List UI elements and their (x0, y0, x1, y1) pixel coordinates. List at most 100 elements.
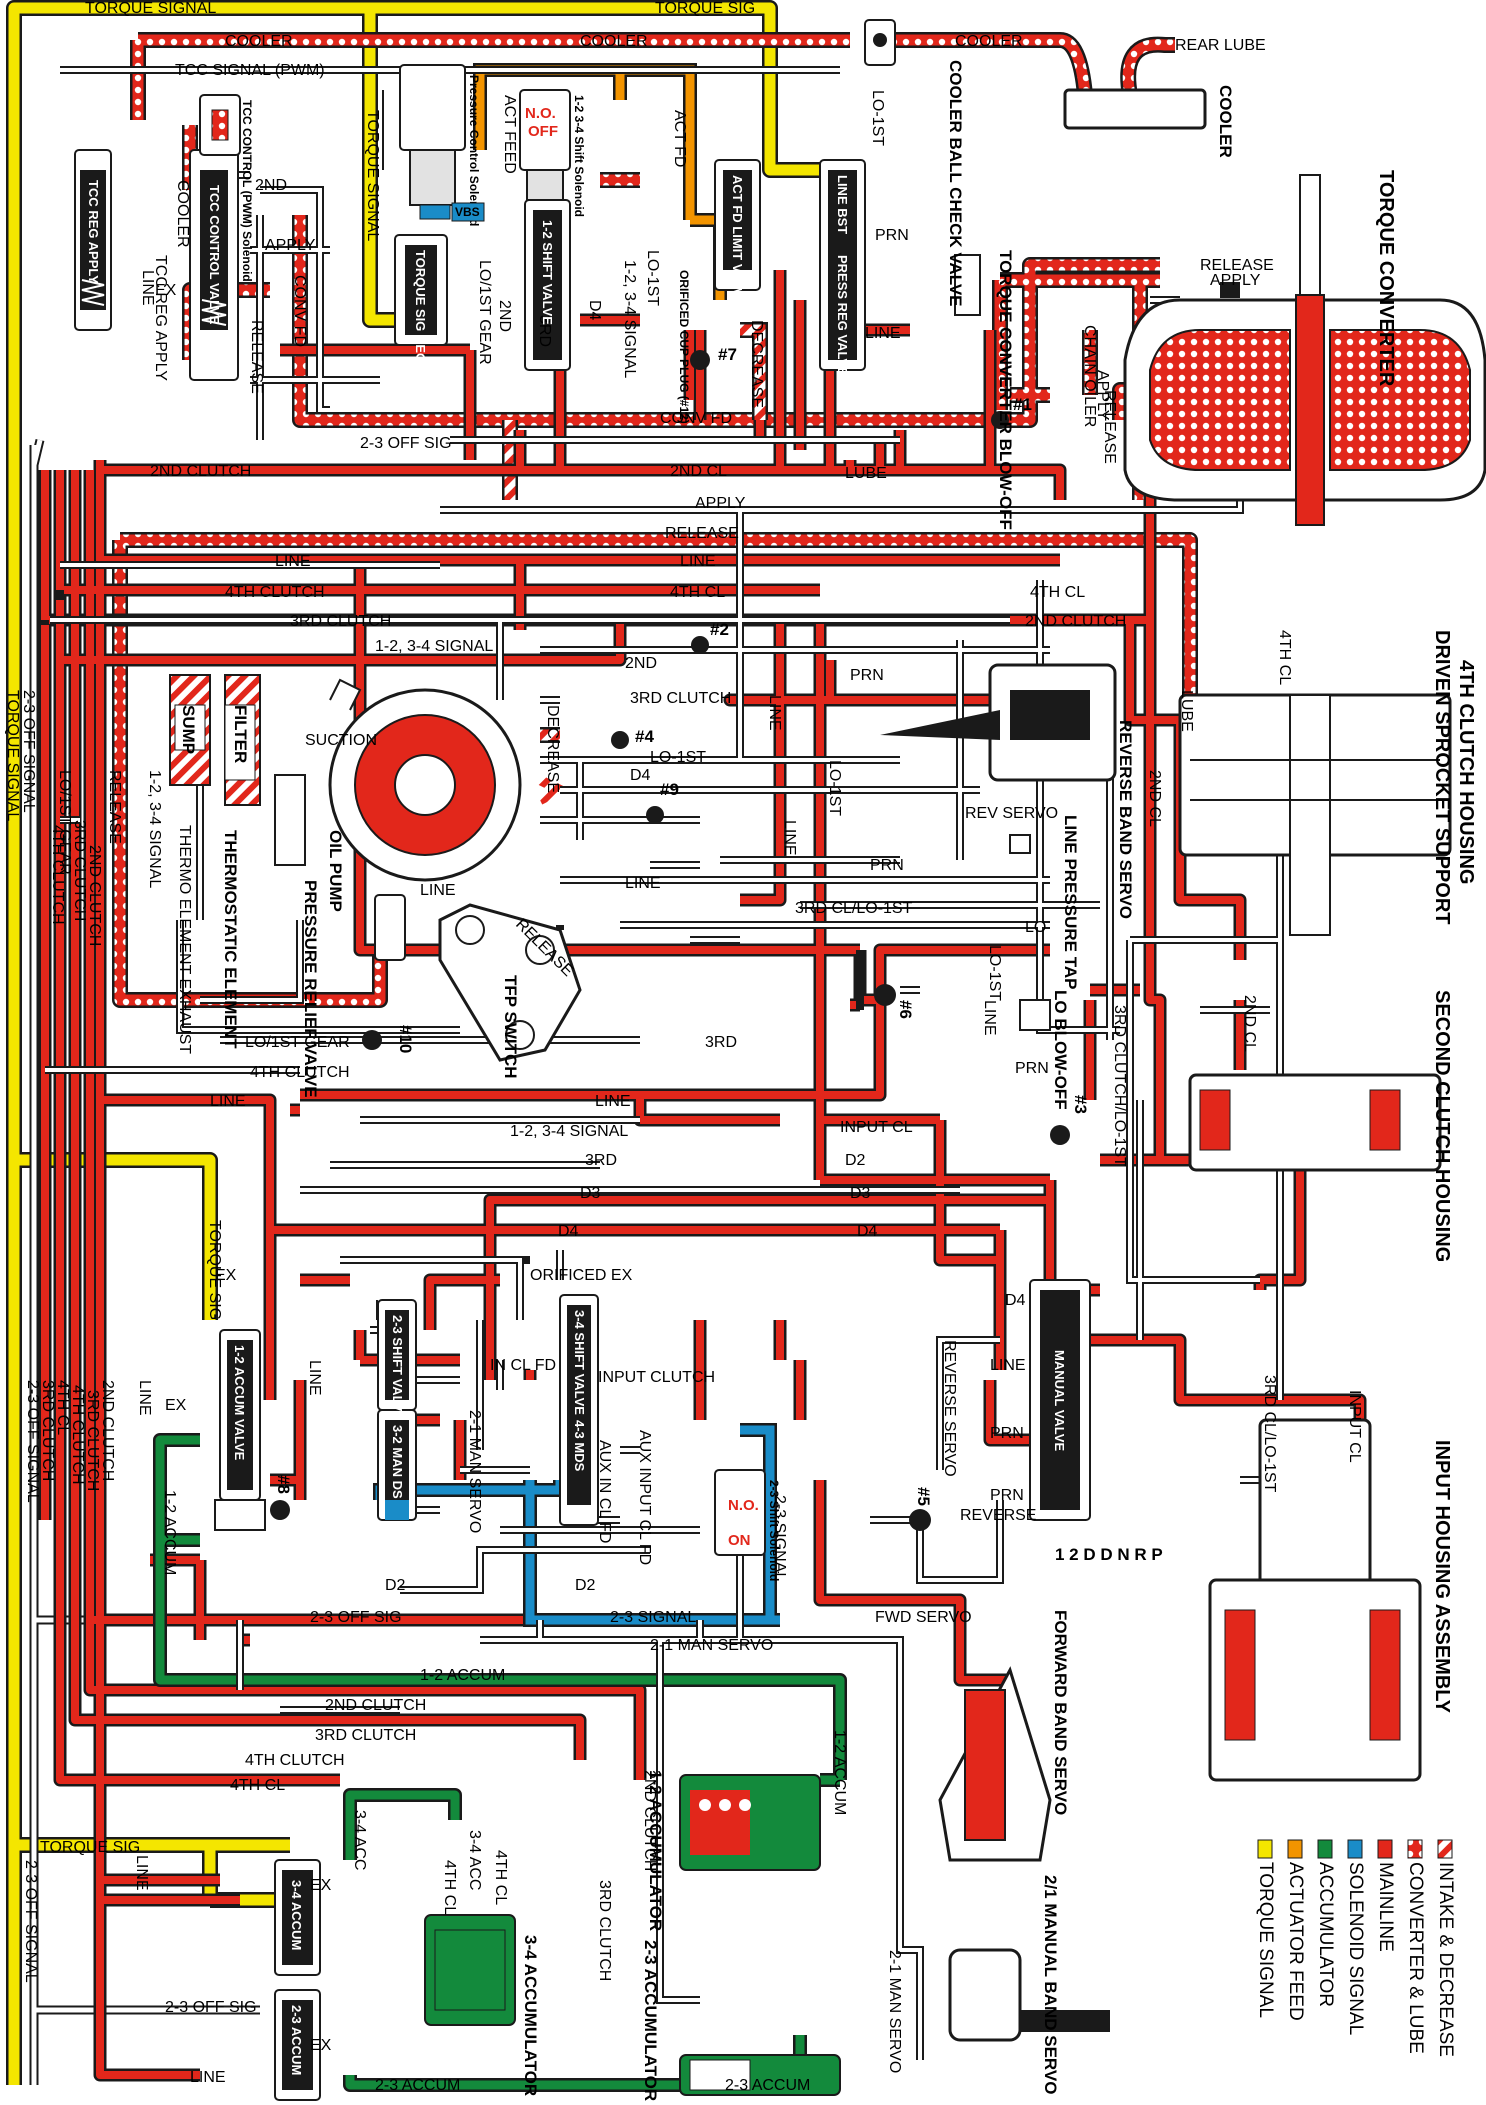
label-pcs: Pressure Control Solenoid (467, 75, 481, 226)
label-torque-sig-bottom: TORQUE SIG (40, 1839, 140, 1856)
tcc-control-valve (189, 149, 239, 381)
label-2nd-clutch-3: 2ND CLUTCH (325, 1697, 426, 1714)
manual-band-servo-21 (948, 1948, 1110, 2042)
label-d4-2: D4 (558, 1223, 579, 1240)
manual-valve (1029, 1279, 1091, 1521)
label-off-signal-23-v: 2-3 OFF SIGNAL (20, 690, 37, 813)
label-vbs: VBS (455, 205, 480, 219)
label-lo-1st-top: LO-1ST (869, 90, 886, 146)
label-sig-12-34-2: 1-2, 3-4 SIGNAL (510, 1123, 628, 1140)
label-line-v1: LINE (139, 270, 156, 306)
oil-pump (328, 678, 522, 882)
label-in-cl-fd: IN CL FD (490, 1357, 556, 1374)
label-apply-tc: APPLY (1210, 272, 1261, 289)
label-apply-mid: APPLY (695, 495, 746, 512)
label-line-1: LINE (275, 553, 311, 570)
label-acc-34-v: 3-4 ACC (351, 1810, 368, 1870)
label-off-sig-23-3: 2-3 OFF SIG (165, 1999, 257, 2016)
label-line-7: LINE (990, 1357, 1026, 1374)
label-thermo-exhaust: THERMO ELEMENT EXHAUST (176, 825, 193, 1054)
label-2nd-top: 2ND (255, 177, 287, 194)
forward-band-servo (938, 1666, 1052, 1862)
label-man-servo-21: 2-1 MAN SERVO (650, 1637, 773, 1654)
label-accum-12: 1-2 ACCUM (420, 1667, 505, 1684)
label-ex-5: EX (155, 282, 177, 299)
label-4th-cl-v5: 4TH CL (492, 1850, 509, 1905)
label-cb-5: #5 (914, 1487, 933, 1506)
label-lo-1st-gear-v2: LO/1ST GEAR (56, 770, 73, 875)
label-line-v2: LINE (766, 695, 783, 731)
label-lo: LO (1025, 919, 1046, 936)
label-orificed-cup-plug: ORIFICED CUP PLUG (#12) (677, 270, 691, 424)
label-2nd-clutch-v3: 2ND CLUTCH (641, 1770, 658, 1871)
assembly-titles: TORQUE CONVERTER 4TH CLUTCH HOUSING DRIV… (1375, 170, 1477, 1714)
label-sump: SUMP (179, 705, 198, 754)
lo-blowoff (1019, 999, 1051, 1031)
label-manual-positions: 1 2 D D N R P (1055, 1545, 1163, 1564)
checkballs (270, 350, 1070, 1531)
label-lo-1st: LO-1ST (650, 749, 706, 766)
title-torque-converter: TORQUE CONVERTER (1375, 170, 1397, 387)
label-cb-4: #4 (635, 727, 654, 746)
legend-label-torque: TORQUE SIGNAL (1255, 1862, 1276, 2018)
label-aux-input-cl-fd: AUX INPUT CL FD (636, 1430, 653, 1565)
label-oil-pump: OIL PUMP (326, 830, 345, 912)
label-act-feed: ACT FEED (501, 95, 518, 174)
accumulator-34 (424, 1914, 516, 2026)
label-reverse: REVERSE (960, 1507, 1036, 1524)
label-off-sig-23-2: 2-3 OFF SIG (310, 1609, 402, 1626)
label-4th-cl-2: 4TH CL (1030, 584, 1085, 601)
label-accum-23-1: 2-3 ACCUM (375, 2077, 460, 2094)
label-ss-23: 2-3 Shift Solenoid (767, 1480, 781, 1581)
label-input-clutch: INPUT CLUTCH (598, 1369, 715, 1386)
label-cb-10: #10 (396, 1025, 415, 1053)
label-man-servo-21-v2: 2-1 MAN SERVO (886, 1950, 903, 2073)
pressure-control-solenoid (399, 64, 466, 220)
label-input-cl: INPUT CL (840, 1119, 913, 1136)
label-cooler-2: COOLER (580, 33, 648, 50)
label-converter-blowoff: TORQUE CONVERTER BLOW-OFF (996, 250, 1015, 530)
shift-valve-23 (377, 1299, 417, 1411)
label-2nd-v: 2ND (496, 300, 513, 332)
label-3rd-clutch-3: 3RD CLUTCH (315, 1727, 416, 1744)
label-cb-2: #2 (710, 620, 729, 639)
label-prn-2: PRN (870, 857, 904, 874)
label-lo-1st-v: LO-1ST (644, 250, 661, 306)
label-off-signal-23-v3: 2-3 OFF SIGNAL (22, 1860, 39, 1983)
label-ex-2: EX (215, 1267, 237, 1284)
label-lo-blowoff: LO BLOW-OFF (1051, 990, 1070, 1110)
label-3rd-clutch-lo-1st-v: 3RD CLUTCH/LO-1ST (1111, 1005, 1128, 1167)
legend-solenoid: SOLENOID SIGNAL (1345, 1839, 1366, 2035)
label-accumulator-23: 2-3 ACCUMULATOR (641, 1940, 660, 2101)
label-torque-sig-reg: TORQUE SIG REG (413, 250, 428, 363)
label-accum-12-v2: 1-2 ACCUM (831, 1730, 848, 1815)
label-manual-valve: MANUAL VALVE (1052, 1350, 1067, 1451)
act-fd-limit-valve (714, 159, 761, 291)
label-accumulator-34: 3-4 ACCUMULATOR (521, 1935, 540, 2096)
label-prn-mid: PRN (850, 667, 884, 684)
label-line-v6: LINE (306, 1360, 323, 1396)
label-2nd-clutch-v2: 2ND CLUTCH (99, 1380, 116, 1481)
accum-valve-23 (274, 1989, 321, 2101)
checkball-3 (1050, 1125, 1070, 1145)
title-driven-sprocket: DRIVEN SPROCKET SUPPORT (1431, 630, 1453, 924)
label-3rd-clutch-v2: 3RD CLUTCH (84, 1390, 101, 1491)
label-line-4: LINE (625, 875, 661, 892)
label-2nd-mid: 2ND (625, 655, 657, 672)
thermostatic-element (274, 774, 306, 866)
label-shift-23: 2-3 SHIFT VALVE (390, 1315, 405, 1420)
legend-label-mainline: MAINLINE (1375, 1862, 1396, 1952)
cooler-ball-check-valve (864, 19, 896, 66)
label-line-pr: LINE (865, 325, 901, 342)
label-ss-12-34-no: N.O. (525, 105, 556, 122)
label-man-ds-32: 3-2 MAN DS (390, 1425, 405, 1499)
legend: INTAKE & DECREASE CONVERTER & LUBE MAINL… (1255, 1839, 1456, 2057)
torque-signal-circuit (6, 0, 830, 2085)
label-signal-23-v: 2-3 SIGNAL (771, 1495, 788, 1581)
label-3rd-clutch-1: 3RD CLUTCH (290, 613, 391, 630)
label-act-fd-limit: ACT FD LIMIT VALVE (730, 175, 745, 306)
shift-solenoid-23 (714, 1469, 766, 1556)
label-d4-3: D4 (857, 1223, 878, 1240)
label-sig-12-34-v2: 1-2, 3-4 SIGNAL (146, 770, 163, 888)
label-reverse-band-servo: REVERSE BAND SERVO (1116, 720, 1135, 919)
